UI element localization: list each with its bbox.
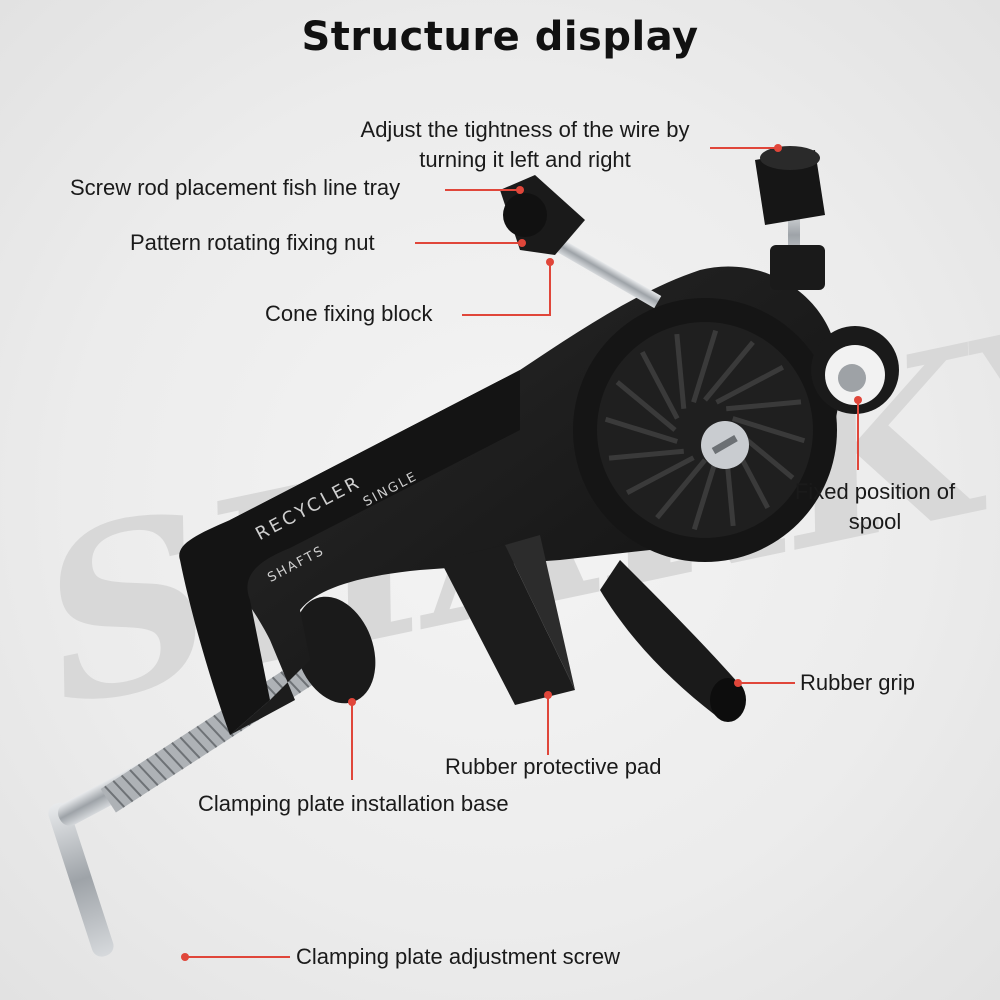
label-rubber-grip: Rubber grip xyxy=(800,670,915,695)
label-adjust-tightness: Adjust the tightness of the wire by turn… xyxy=(330,115,720,175)
label-cone-block: Cone fixing block xyxy=(265,301,433,326)
label-clamping-base: Clamping plate installation base xyxy=(198,791,509,816)
page-title: Structure display xyxy=(301,14,699,60)
leader-lines xyxy=(185,147,859,958)
label-adjustment-screw: Clamping plate adjustment screw xyxy=(296,944,621,969)
label-spool-position-line2: spool xyxy=(848,509,902,534)
label-adjust-tightness-line1: Adjust the tightness of the wire by xyxy=(360,117,690,142)
tension-knob xyxy=(755,146,825,290)
label-rotating-nut: Pattern rotating fixing nut xyxy=(130,230,375,255)
label-spool-position-line1: Fixed position of xyxy=(794,479,956,504)
crank-grip xyxy=(600,560,746,722)
label-protective-pad: Rubber protective pad xyxy=(445,754,662,779)
leader-dots xyxy=(181,144,862,961)
label-adjust-tightness-line2: turning it left and right xyxy=(419,147,631,172)
wheel xyxy=(573,298,837,562)
label-screw-rod: Screw rod placement fish line tray xyxy=(70,175,401,200)
line-tray-rod xyxy=(500,175,662,309)
spool-gear xyxy=(811,326,899,414)
leader-cone-block xyxy=(462,262,551,316)
clamp-plate xyxy=(294,596,376,704)
label-spool-position: Fixed position of spool xyxy=(780,477,970,537)
rubber-pad xyxy=(440,535,575,705)
